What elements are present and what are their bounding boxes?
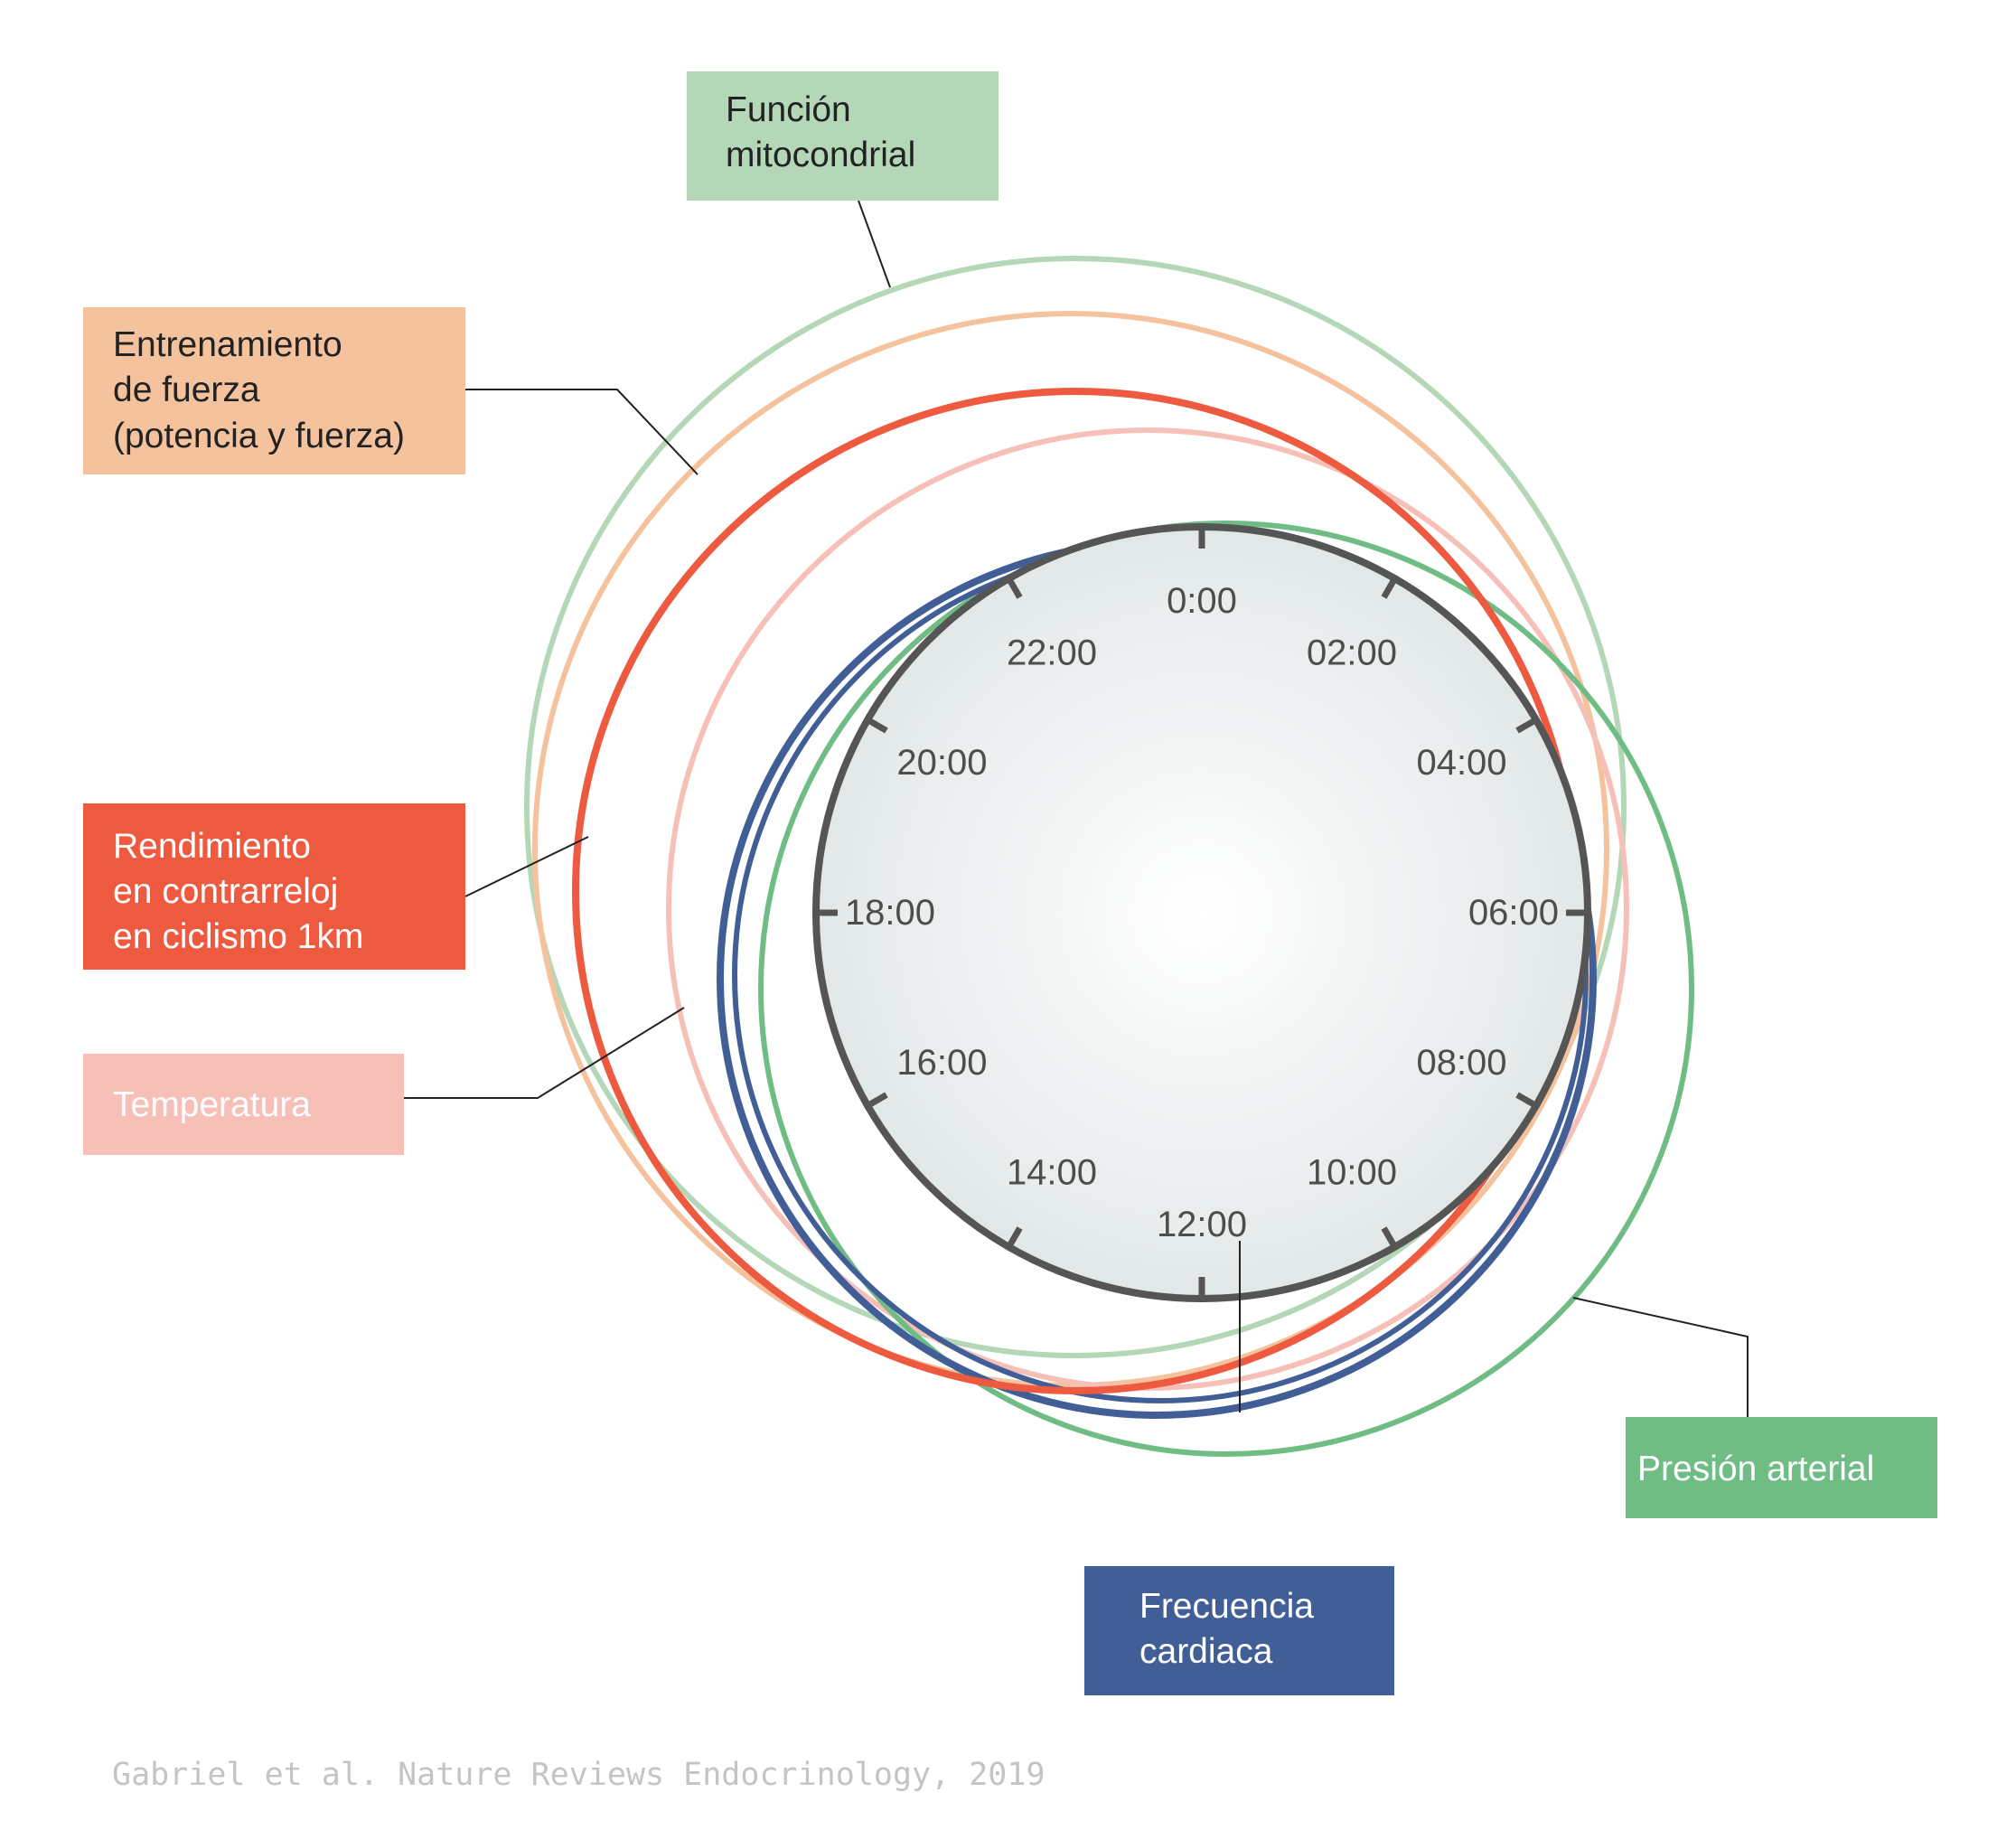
- clock-hour-label: 20:00: [896, 743, 987, 783]
- clock-tick: [1004, 573, 1023, 599]
- label-fuerza: Entrenamiento de fuerza (potencia y fuer…: [83, 307, 465, 474]
- leader-ciclismo: [464, 836, 589, 897]
- label-line: mitocondrial: [726, 136, 915, 174]
- leader-mitocondrial: [858, 200, 891, 288]
- ring-presion: [758, 521, 1694, 1457]
- label-text-mitocondrial: Función mitocondrial: [726, 90, 915, 174]
- clock-hour-labels: 0:00 02:00 04:00 06:00 08:00 10:00 12:00 14:00 1…: [845, 581, 1559, 1244]
- label-text-temperatura: Temperatura: [113, 1085, 311, 1124]
- label-line: Temperatura: [113, 1085, 311, 1124]
- leader-presion: [1572, 1297, 1749, 1417]
- label-line: Frecuencia: [1139, 1587, 1314, 1626]
- clock-hour-label: 18:00: [845, 893, 935, 933]
- clock-ticks: [812, 523, 1591, 1302]
- clock-hour-label: 02:00: [1307, 633, 1397, 672]
- clock-hour-label: 0:00: [1167, 581, 1237, 621]
- label-frecuencia: Frecuencia cardiaca: [1084, 1566, 1394, 1695]
- label-ciclismo: Rendimiento en contrarreloj en ciclismo …: [83, 803, 465, 970]
- source-credit: Gabriel et al. Nature Reviews Endocrinol…: [112, 1757, 1046, 1793]
- clock-hour-label: 08:00: [1416, 1043, 1506, 1083]
- label-box-presion: [1626, 1417, 1937, 1518]
- leader-temperatura: [404, 1007, 685, 1099]
- label-box-ciclismo: [83, 803, 465, 970]
- label-line: cardiaca: [1139, 1632, 1273, 1671]
- ring-fuerza: [532, 311, 1609, 1388]
- label-presion: Presión arterial: [1626, 1417, 1937, 1518]
- ring-mitocondrial: [524, 256, 1627, 1358]
- clock-hour-label: 12:00: [1157, 1205, 1247, 1244]
- clock-tick: [862, 715, 888, 734]
- clock: 0:00 02:00 04:00 06:00 08:00 10:00 12:00 14:00 1…: [812, 523, 1591, 1302]
- clock-hour-label: 04:00: [1416, 743, 1506, 783]
- label-line: (potencia y fuerza): [113, 417, 405, 455]
- label-text-ciclismo: Rendimiento en contrarreloj en ciclismo …: [113, 827, 363, 956]
- label-text-frecuencia: Frecuencia cardiaca: [1139, 1587, 1324, 1671]
- clock-hour-label: 06:00: [1468, 893, 1559, 933]
- label-box-mitocondrial: [687, 71, 999, 201]
- label-line: Entrenamiento: [113, 325, 342, 364]
- clock-tick: [862, 1092, 888, 1111]
- label-line: Rendimiento: [113, 827, 311, 866]
- label-box-temperatura: [83, 1054, 404, 1155]
- label-boxes: Función mitocondrial Entrenamiento de fu…: [83, 71, 1937, 1695]
- clock-tick: [1515, 715, 1542, 734]
- clock-hour-label: 10:00: [1307, 1153, 1397, 1193]
- clock-tick: [1004, 1226, 1023, 1253]
- leader-fuerza: [465, 389, 699, 475]
- label-box-frecuencia: [1084, 1566, 1394, 1695]
- label-line: de fuerza: [113, 371, 260, 409]
- clock-hour-label: 22:00: [1007, 633, 1097, 672]
- label-text-fuerza: Entrenamiento de fuerza (potencia y fuer…: [113, 325, 405, 455]
- clock-tick: [1381, 1226, 1400, 1253]
- label-temperatura: Temperatura: [83, 1054, 404, 1155]
- clock-tick: [1381, 573, 1400, 599]
- leader-lines: [404, 200, 1749, 1417]
- label-line: en ciclismo 1km: [113, 917, 363, 956]
- label-mitocondrial: Función mitocondrial: [687, 71, 999, 201]
- label-line: en contrarreloj: [113, 872, 338, 911]
- clock-hour-label: 16:00: [896, 1043, 987, 1083]
- clock-tick: [1515, 1092, 1542, 1111]
- label-box-fuerza: [83, 307, 465, 474]
- label-text-presion: Presión arterial: [1637, 1450, 1874, 1488]
- label-line: Función: [726, 90, 851, 129]
- label-line: Presión arterial: [1637, 1450, 1874, 1488]
- clock-hour-label: 14:00: [1007, 1153, 1097, 1193]
